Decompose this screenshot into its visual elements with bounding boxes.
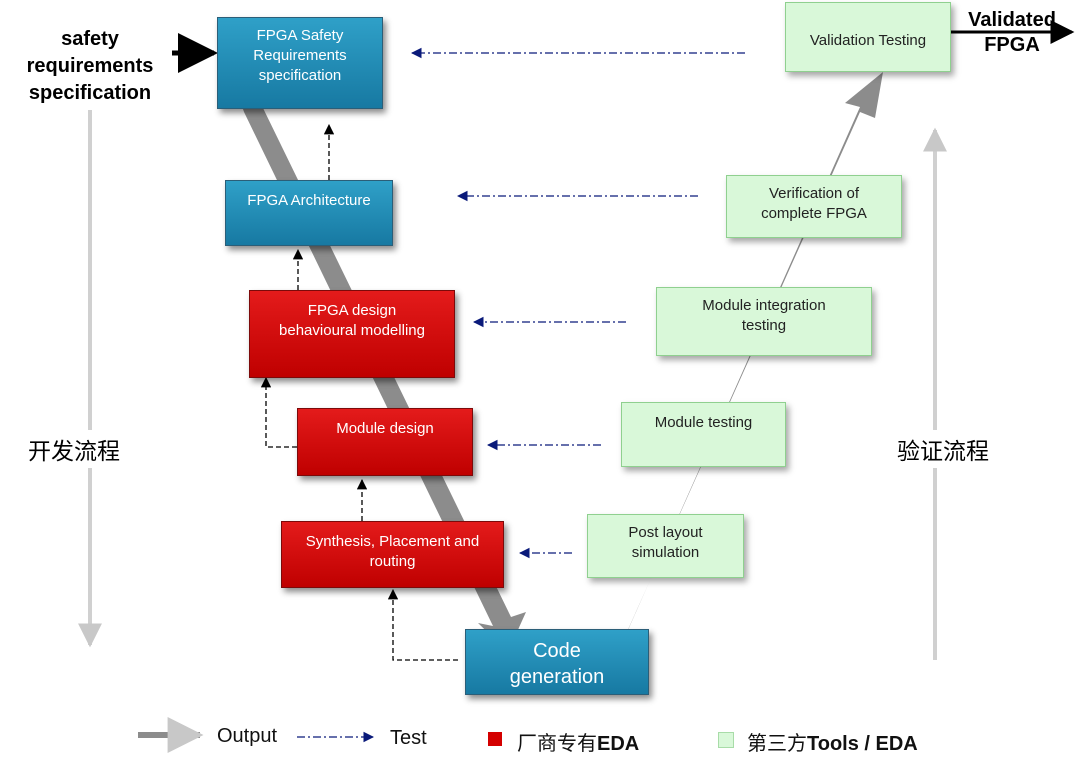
box-text: Verification of [768,185,860,202]
input-label-line: requirements [26,55,154,77]
box-text: Requirements [253,47,347,64]
dev-flow-label: 开发流程 [28,430,120,468]
legend-test-label: Test [390,727,427,749]
box-text: Module integration [702,297,826,314]
legend-thirdparty-prefix: 第三方 [747,733,807,755]
box-synthesis[interactable]: Synthesis, Placement and routing [281,521,504,588]
box-module-testing[interactable]: Module testing [621,402,786,467]
box-text: Module design [336,420,434,437]
box-text: FPGA Architecture [247,192,371,209]
box-verification-complete[interactable]: Verification of complete FPGA [726,175,902,238]
box-text: simulation [631,544,700,561]
box-safety-requirements[interactable]: FPGA Safety Requirements specification [217,17,383,109]
box-text: testing [741,317,787,334]
box-text: complete FPGA [761,205,867,222]
box-text: Synthesis, Placement and [305,533,480,550]
box-text: routing [369,553,416,570]
box-text: generation [509,666,605,688]
input-label-line: safety [61,28,119,50]
box-validation-testing[interactable]: Validation Testing [785,2,951,72]
box-architecture[interactable]: FPGA Architecture [225,180,393,246]
ver-flow-label: 验证流程 [897,430,989,468]
box-code-generation[interactable]: Code generation [465,629,649,695]
output-label: Validated FPGA [960,8,1064,58]
input-label-line: specification [28,82,152,104]
box-text: behavioural modelling [279,322,425,339]
box-text: FPGA design [307,302,397,319]
box-module-design[interactable]: Module design [297,408,473,476]
box-text: Module testing [654,414,753,431]
legend-vendor-label: 厂商专有EDA [517,727,639,756]
box-text: Post layout [628,524,703,541]
box-module-integration[interactable]: Module integration testing [656,287,872,356]
box-behavioural-modelling[interactable]: FPGA design behavioural modelling [249,290,455,378]
legend-vendor-swatch [488,732,502,746]
box-post-layout[interactable]: Post layout simulation [587,514,744,578]
input-label: safety requirements specification [10,26,170,107]
legend-thirdparty-label: 第三方Tools / EDA [747,727,918,756]
box-text: specification [258,67,342,84]
feedback-module-to-behav [260,376,297,448]
box-text: Validation Testing [809,32,927,49]
legend-thirdparty-bold: Tools / EDA [807,733,918,755]
feedback-code-to-synth [387,588,458,661]
output-label-line: FPGA [984,34,1040,56]
box-text: Code [533,640,581,662]
output-label-line: Validated [968,9,1056,31]
legend-thirdparty-swatch [718,732,734,748]
legend-vendor-prefix: 厂商专有 [517,733,597,755]
legend-vendor-bold: EDA [597,733,640,755]
box-text: FPGA Safety [256,27,344,44]
legend-output-label: Output [217,725,278,747]
